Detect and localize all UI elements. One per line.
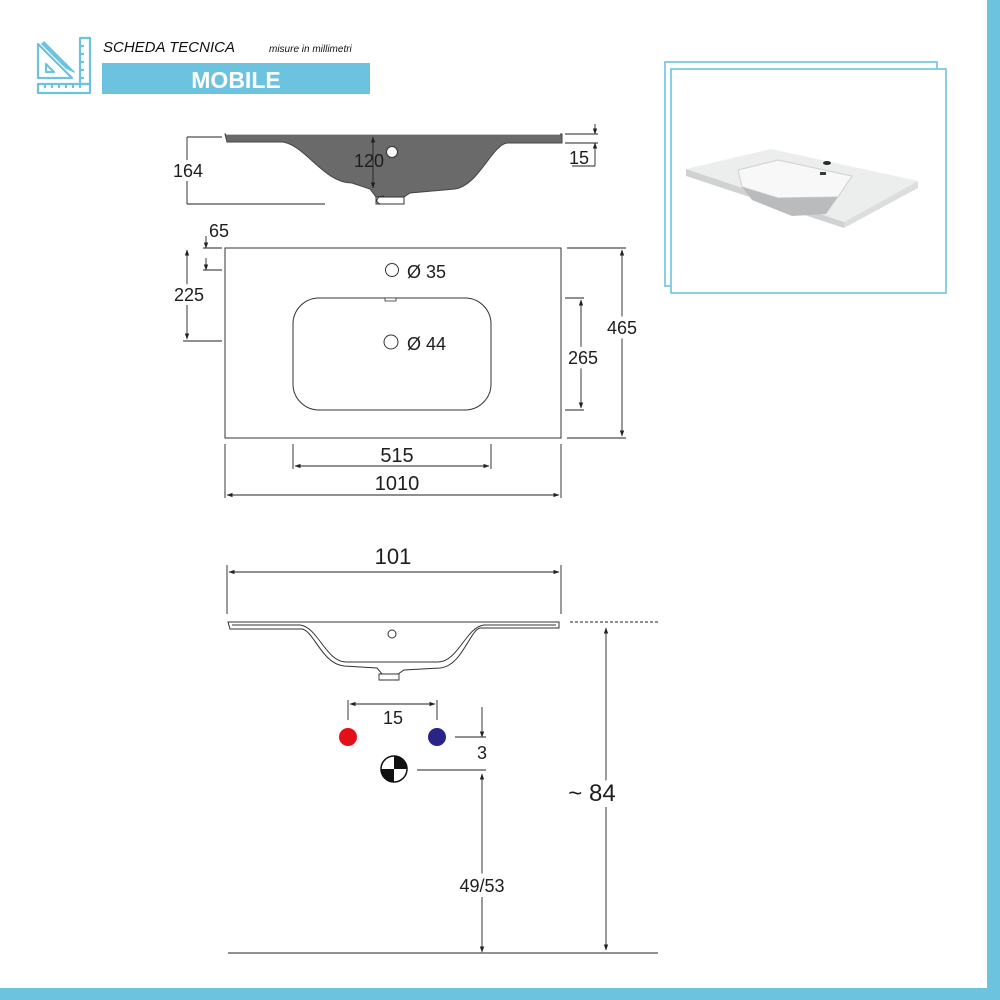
dim-depth: 465 <box>607 318 637 338</box>
basin-outline <box>224 247 562 439</box>
basin-section-profile <box>224 133 563 198</box>
plan-drain-hole <box>383 334 399 350</box>
right-accent-stripe <box>987 0 1000 1000</box>
cold-water-tap-icon <box>428 728 446 746</box>
dim-basin-width: 515 <box>380 445 413 467</box>
ruler-set-square-pencil-icon <box>36 36 92 95</box>
plan-tap-hole <box>385 263 399 277</box>
label-drain-hole: Ø 44 <box>407 334 446 354</box>
category-banner <box>102 63 370 94</box>
header: SCHEDA TECNICA misure in millimetri MOBI… <box>36 36 370 95</box>
dim-height: 164 <box>173 161 203 181</box>
drain-icon <box>380 755 408 783</box>
dim-drain-height: 49/53 <box>459 876 504 896</box>
dim-total-height: ~ 84 <box>568 780 615 807</box>
dim-basin-depth: 265 <box>568 348 598 368</box>
category-label: MOBILE <box>191 67 280 93</box>
bowl-outline <box>292 297 492 411</box>
section-tap-hole <box>386 146 398 158</box>
label-tap-hole: Ø 35 <box>407 262 446 282</box>
dim-width: 1010 <box>375 473 420 495</box>
product-photo <box>664 61 947 294</box>
dim-drain-offset: 3 <box>477 743 487 763</box>
installation-view: 101 15 3 49/53 ~ 84 <box>226 544 660 954</box>
dim-tap-spacing: 15 <box>383 708 403 728</box>
section-view: 164 120 15 <box>169 124 598 205</box>
dim-basin-offset: 225 <box>174 285 204 305</box>
basin-render <box>686 149 918 228</box>
hot-water-tap-icon <box>339 728 357 746</box>
dim-drain-depth: 120 <box>354 151 384 171</box>
section-drain-trap <box>375 196 405 205</box>
install-tap-hole <box>387 629 397 639</box>
overflow-slot <box>384 297 397 302</box>
sheet-subtitle: misure in millimetri <box>269 44 353 55</box>
dim-install-width: 101 <box>375 544 412 569</box>
dim-hole-offset: 65 <box>209 221 229 241</box>
bottom-accent-stripe <box>0 988 1000 1000</box>
plan-view: Ø 35 Ø 44 65 225 465 265 515 1010 <box>170 221 642 498</box>
sheet-title: SCHEDA TECNICA <box>103 39 235 56</box>
dim-rim-thickness: 15 <box>569 148 589 168</box>
